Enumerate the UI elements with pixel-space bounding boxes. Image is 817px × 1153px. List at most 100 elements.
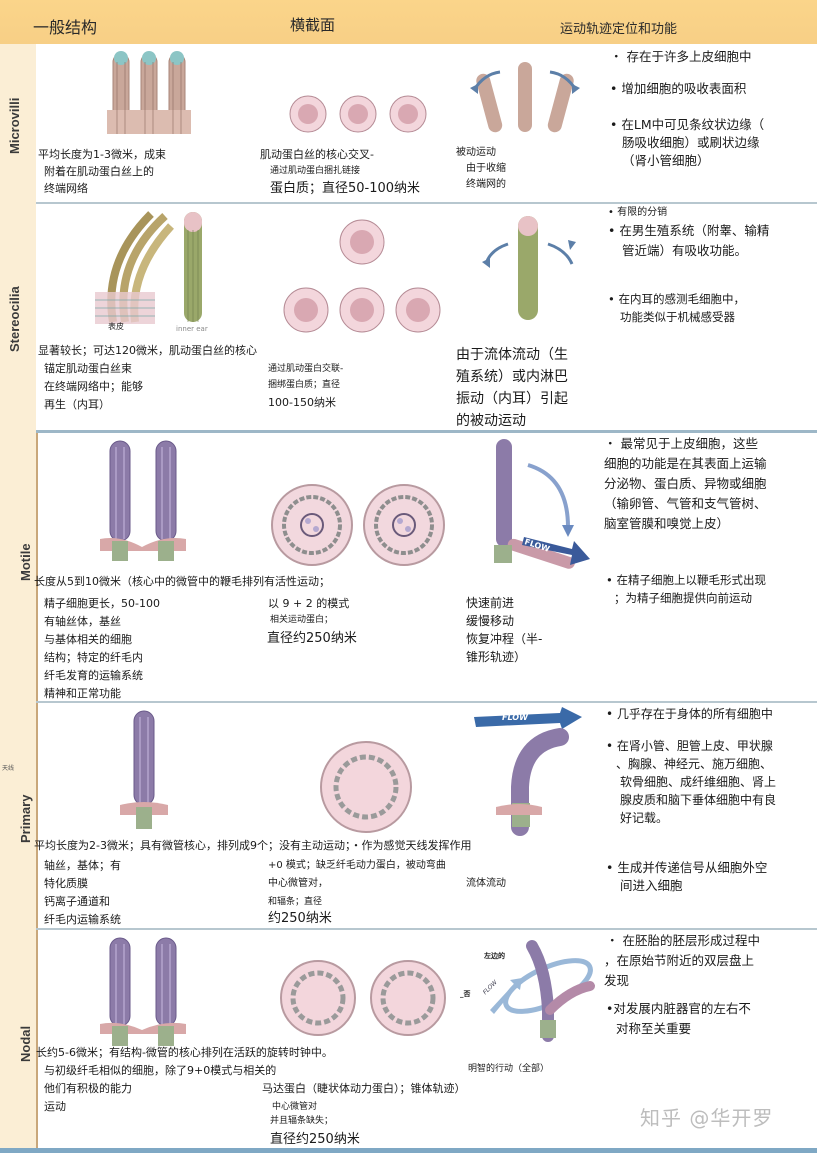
nodal-cilia-illustration [100, 937, 186, 1046]
nodal-function-1-text: 在胚胎的胚层形成过程中 [622, 933, 760, 948]
primary-cross-line-3: 和辐条；直径 [268, 897, 323, 907]
motile-structure-line-2: 精子细胞更长，50-100 [44, 597, 160, 610]
motile-function-1-line-4: （输卵管、气管和支气管树、 [604, 496, 767, 511]
primary-cross-line-2: 中心微管对， [268, 878, 328, 889]
primary-function-2-line-3: 软骨细胞、成纤维细胞、肾上 [620, 775, 777, 789]
stereocilia-motility-line-1: 由于流体流动（生 [456, 347, 568, 363]
primary-cilium-illustration [120, 710, 168, 829]
row-label-nodal: Nodal [18, 1025, 33, 1062]
microvilli-structure-line-1: 平均长度为1-3微米，成束 [38, 148, 166, 161]
row-label-stereocilia: Stereocilia [7, 286, 22, 352]
stereocilia-epidermis-illustration [95, 211, 174, 324]
primary-side-note: 天线 [2, 765, 15, 772]
primary-function-2-line-5: 好记载。 [620, 811, 669, 825]
motile-cross-line-3: 直径约250纳米 [267, 631, 357, 646]
nodal-structure-line-1: 长约5-6微米；有结构-微管的核心排列在活跃的旋转时钟中。 [36, 1046, 333, 1059]
stereocilia-function-3-line-2: 功能类似于机械感受器 [620, 310, 735, 324]
microvilli-function-2: • 增加细胞的吸收表面积 [610, 81, 747, 96]
motile-function-1-text: 最常见于上皮细胞，这些 [620, 436, 758, 451]
section-microvilli: Microvilli 平均长度为1-3微米，成束 附着在肌动蛋白丝上的 终端网络… [0, 44, 817, 204]
microvilli-motility-illustration [470, 62, 580, 133]
stereocilia-motility-line-4: 的被动运动 [456, 413, 526, 429]
stereocilia-motility-line-3: 振动（内耳）引起 [456, 391, 568, 407]
stereocilia-structure-line-3: 在终端网络中；能够 [44, 380, 143, 393]
microvilli-cross-line-1: 肌动蛋白丝的核心交叉- [260, 148, 374, 161]
stereocilia-motility-illustration [482, 216, 576, 320]
footer-bar [0, 1148, 817, 1153]
nodal-motility-line-1: 明智的行动（全部） [468, 1064, 550, 1074]
section-motile: Motile FLOW 长度从5到10微米（核心中的微管中的鞭毛排列有活性运动； [0, 433, 817, 701]
primary-cross-section [320, 741, 412, 833]
primary-structure-line-4: 钙离子通道和 [44, 895, 110, 908]
motile-motility-line-3: 恢复冲程（半- [466, 632, 543, 646]
stereocilia-function-1: • 有限的分销 [608, 207, 668, 218]
stereocilia-cross-sections [283, 219, 441, 333]
motile-cilia-illustration [100, 440, 186, 561]
stereocilia-function-2-line-2: 管近端）有吸收功能。 [622, 243, 748, 258]
divider [36, 430, 817, 433]
nodal-function-2: •对发展内脏器官的左右不 [606, 1001, 751, 1016]
stereocilia-structure-line-2: 锚定肌动蛋白丝束 [44, 362, 132, 375]
motile-function-1-line-3: 分泌物、蛋白质、异物或细胞 [604, 476, 767, 491]
nodal-cross-line-2: 中心微管对 [272, 1102, 318, 1112]
motile-motility-illustration [494, 439, 590, 569]
primary-function-3-text: 生成并传递信号从细胞外空 [617, 860, 768, 875]
divider [36, 701, 817, 703]
motile-function-2-text: 在精子细胞上以鞭毛形式出现 [616, 573, 766, 587]
motile-structure-line-7: 精神和正常功能 [44, 687, 121, 700]
header-general-structure: 一般结构 [33, 18, 98, 37]
motile-function-1: ・ 最常见于上皮细胞，这些 [604, 436, 758, 451]
motile-cross-line-1: 以 9 + 2 的模式 [268, 597, 350, 610]
nodal-cross-sections [280, 960, 446, 1036]
nodal-function-1-line-2: ，在原始节附近的双层盘上 [604, 953, 755, 968]
stereocilia-function-3-text: 在内耳的感测毛细胞中， [618, 292, 745, 306]
microvilli-structure-line-2: 附着在肌动蛋白丝上的 [44, 165, 154, 178]
header-cross-section: 横截面 [290, 16, 336, 34]
primary-function-1: • 几乎存在于身体的所有细胞中 [606, 707, 773, 721]
primary-motility-illustration [474, 707, 582, 836]
motile-function-2: • 在精子细胞上以鞭毛形式出现 [606, 573, 766, 587]
stereocilia-function-1-text: 有限的分销 [617, 207, 668, 218]
primary-motility-line-1: 流体流动 [466, 878, 506, 889]
stereocilia-inner-ear-illustration [184, 212, 202, 322]
motile-function-1-line-2: 细胞的功能是在其表面上运输 [604, 456, 767, 471]
microvilli-function-2-text: 增加细胞的吸收表面积 [621, 81, 747, 96]
nodal-function-1-line-3: 发现 [604, 973, 630, 988]
nodal-function-1: ・ 在胚胎的胚层形成过程中 [606, 933, 760, 948]
microvilli-function-1: ・ 存在于许多上皮细胞中 [610, 49, 752, 64]
stereocilia-function-3: • 在内耳的感测毛细胞中， [608, 292, 745, 306]
row-label-primary: Primary [18, 794, 33, 843]
row-label-microvilli: Microvilli [7, 97, 22, 154]
nodal-img-label-left: 左边的 [484, 952, 505, 960]
header-motility-function: 运动轨迹定位和功能 [560, 22, 678, 37]
nodal-function-2-line-2: 对称至关重要 [616, 1021, 692, 1036]
stereocilia-structure-line-1: 显著较长；可达120微米，肌动蛋白丝的核心 [38, 344, 257, 357]
primary-function-2-text: 在肾小管、胆管上皮、甲状腺 [616, 739, 773, 753]
nodal-structure-line-2: 与初级纤毛相似的细胞，除了9+0模式与相关的 [44, 1064, 277, 1077]
microvilli-cross-line-2: 通过肌动蛋白捆扎链接 [270, 166, 361, 176]
left-label-column [0, 44, 36, 1153]
nodal-cross-line-3: 并且辐条缺失； [270, 1116, 334, 1126]
primary-cross-line-1: +0 模式；缺乏纤毛动力蛋白，被动弯曲 [268, 860, 446, 871]
primary-function-1-text: 几乎存在于身体的所有细胞中 [616, 707, 773, 721]
microvilli-cross-line-3: 蛋白质；直径50-100纳米 [270, 181, 421, 196]
primary-flow-label: FLOW [502, 713, 528, 722]
divider [36, 202, 817, 204]
motile-cross-line-2: 相关运动蛋白； [270, 615, 334, 625]
primary-function-3: • 生成并传递信号从细胞外空 [606, 860, 768, 875]
primary-structure-line-1: 平均长度为2-3微米；具有微管核心，排列成9个；没有主动运动；・作为感觉天线发挥… [34, 839, 472, 852]
section-nodal: Nodal 左边的 _否 FLOW 长约5-6微米；有结构-微管的核心排列在活跃… [0, 930, 817, 1148]
nodal-motility-illustration [490, 940, 595, 1042]
motile-structure-line-4: 与基体相关的细胞 [44, 633, 132, 646]
stereocilia-cross-line-3: 100-150纳米 [268, 396, 336, 409]
row-label-motile: Motile [18, 543, 33, 581]
motile-function-1-line-5: 脑室管膜和嗅觉上皮） [604, 516, 730, 531]
stereocilia-img-label-epidermis: 表皮 [108, 322, 124, 331]
nodal-structure-line-4: 运动 [44, 1100, 66, 1113]
stereocilia-function-2: • 在男生殖系统（附睾、输精 [608, 223, 770, 238]
microvilli-motility-line-1: 被动运动 [456, 147, 496, 158]
section-primary: Primary 天线 FLOW 平均长度为2-3微米；具有微管核心，排列成9个；… [0, 703, 817, 928]
microvilli-motility-line-3: 终端网的 [466, 179, 506, 190]
microvilli-function-3-line-3: （肾小管细胞） [622, 153, 710, 168]
motile-function-2-line-2: ；为精子细胞提供向前运动 [614, 591, 752, 605]
